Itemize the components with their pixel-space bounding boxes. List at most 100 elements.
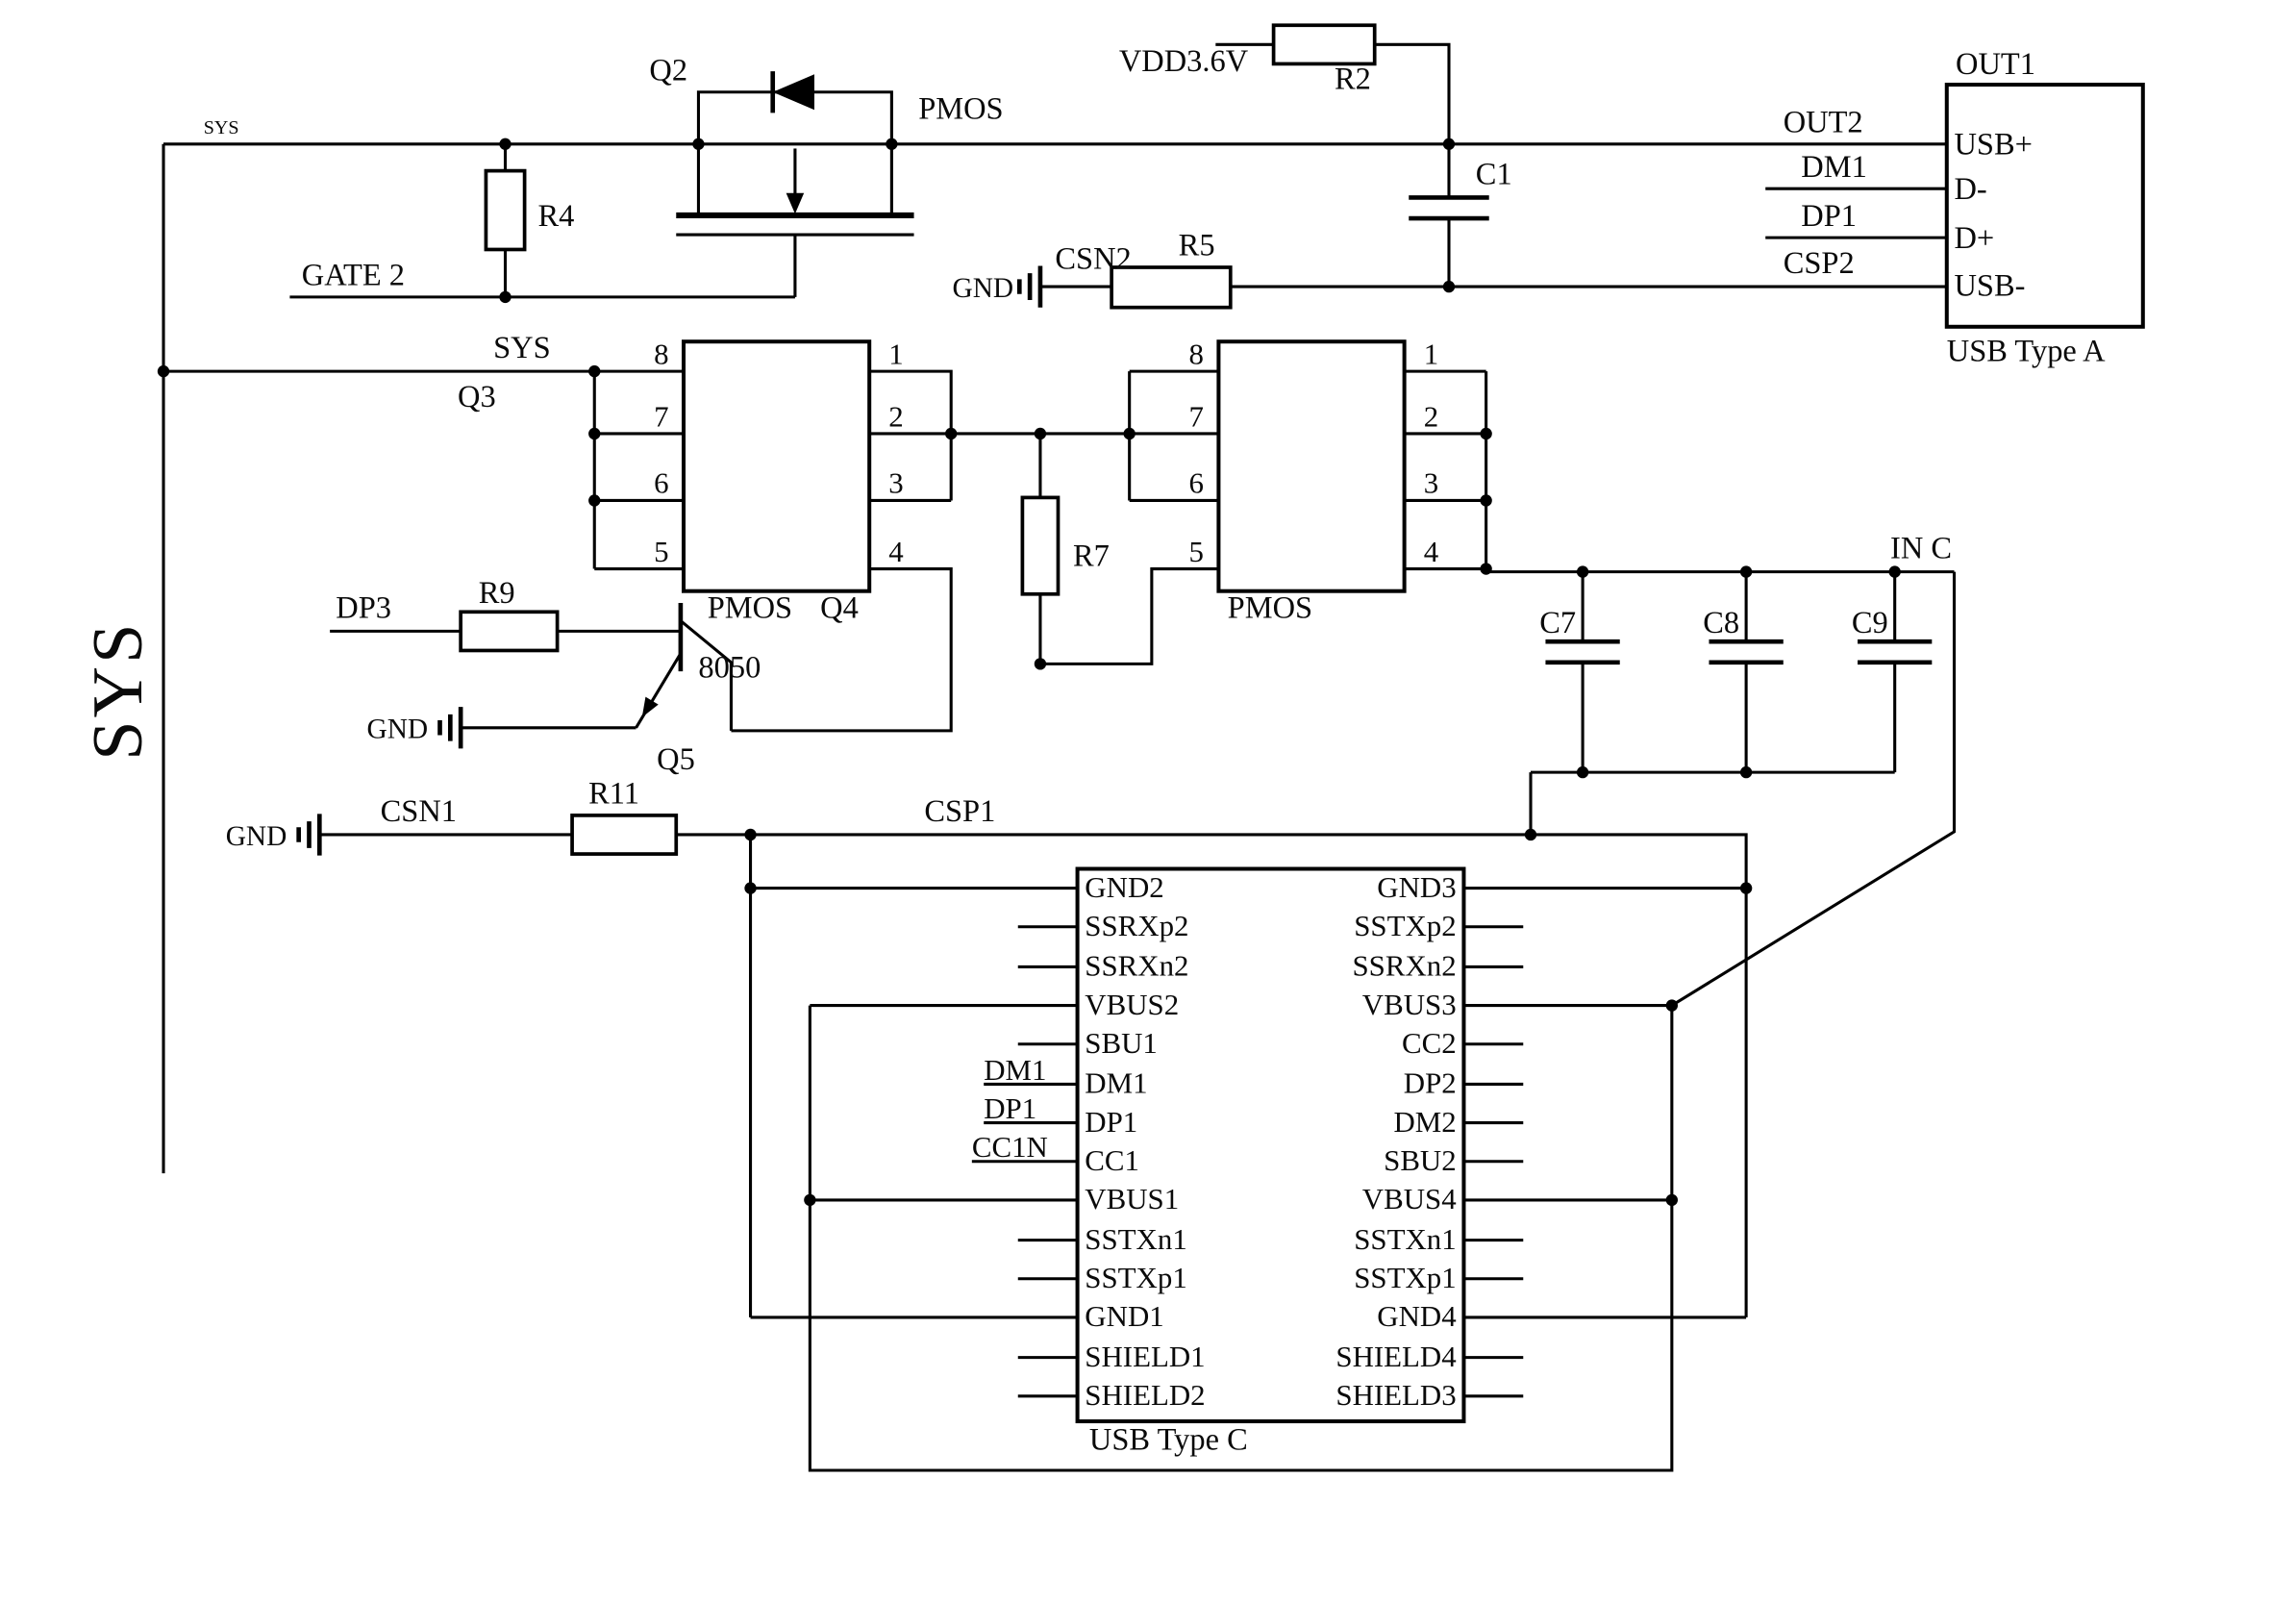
ic1-pin-7: 7 <box>654 399 668 433</box>
ic-pmos2-body <box>1216 339 1407 593</box>
ref-label-c9: C9 <box>1852 606 1888 640</box>
ref-label-q3: Q3 <box>458 380 496 414</box>
usbc-pin-sstxn1: SSTXn1 <box>1085 1222 1186 1256</box>
ic1-pin-8: 8 <box>654 337 668 370</box>
usbc-pin-shield2: SHIELD2 <box>1085 1378 1205 1412</box>
ic2-pin-7: 7 <box>1189 399 1204 433</box>
usbc-pin-sstxp1: SSTXp1 <box>1085 1261 1186 1294</box>
c1-plates <box>1409 195 1489 221</box>
usbc-pin-dm2: DM2 <box>1393 1105 1456 1139</box>
ic2-pin-6: 6 <box>1189 466 1204 500</box>
net-label-dp1-a: DP1 <box>1801 199 1857 234</box>
ic1-pin-3: 3 <box>888 466 903 500</box>
ic1-pin-6: 6 <box>654 466 668 500</box>
usba-pin-d-plus: D+ <box>1955 221 1995 256</box>
usbc-left-stubs <box>1017 925 1078 1398</box>
junction-dots <box>157 138 1901 1207</box>
net-label-sys-small: SYS <box>204 117 239 138</box>
usbc-pin-shield3: SHIELD3 <box>1335 1378 1456 1412</box>
ic2-pin-5: 5 <box>1189 535 1204 568</box>
usbc-pin-gnd2: GND2 <box>1085 870 1163 904</box>
ic2-pin-4: 4 <box>1424 535 1438 568</box>
net-label-dp3: DP3 <box>336 590 391 625</box>
ref-label-q2: Q2 <box>649 53 687 88</box>
resistor-r11-body <box>570 814 679 856</box>
usbc-pin-vbus4: VBUS4 <box>1362 1182 1457 1216</box>
type-label-q2-pmos: PMOS <box>918 92 1003 127</box>
usba-pin-usb-minus: USB- <box>1955 268 2026 303</box>
wire-in-c-drop <box>1671 571 1957 1007</box>
q2-body-arrowhead <box>786 192 805 214</box>
usbc-pin-vbus2: VBUS2 <box>1085 988 1179 1021</box>
q5-emitter-arrowhead <box>641 696 659 717</box>
ic1-pin-1: 1 <box>888 337 903 370</box>
ref-label-q5: Q5 <box>657 742 695 777</box>
wire-ic2-right-stubs <box>1404 369 1486 571</box>
ic2-pin-8: 8 <box>1189 337 1204 370</box>
ref-label-r9: R9 <box>479 576 515 611</box>
wire-vdd-r2 <box>1215 42 1451 144</box>
wire-output-bus <box>1485 371 1955 574</box>
usbc-pin-ssrxp2: SSRXp2 <box>1085 909 1188 942</box>
gnd-label-q5: GND <box>367 714 429 745</box>
usbc-pin-shield1: SHIELD1 <box>1085 1340 1205 1373</box>
ref-label-c1: C1 <box>1476 158 1512 192</box>
type-label-8050: 8050 <box>698 650 761 685</box>
usbc-pin-vbus3: VBUS3 <box>1362 988 1457 1021</box>
net-label-gate2: GATE 2 <box>302 259 405 293</box>
usbc-pin-sstxp2: SSTXp2 <box>1354 909 1456 942</box>
usbc-pin-cc1: CC1 <box>1085 1143 1139 1177</box>
wire-ic1-pin4-net <box>731 566 953 733</box>
ic-q3-q4-body <box>681 339 872 593</box>
wire-vbus3-vbus4 <box>1463 1004 1672 1202</box>
net-label-cc1n-ext: CC1N <box>972 1130 1048 1164</box>
usbc-pin-dp1: DP1 <box>1085 1105 1137 1139</box>
ic2-pin-2: 2 <box>1424 399 1438 433</box>
gnd-label-r5: GND <box>953 273 1014 304</box>
net-label-csp2: CSP2 <box>1784 246 1855 281</box>
resistor-r4-body <box>484 168 527 252</box>
usbc-pin-sstxn1-r: SSTXn1 <box>1354 1222 1456 1256</box>
net-label-sys-mid: SYS <box>493 331 551 365</box>
usb-a-title: USB Type A <box>1947 334 2106 368</box>
cap-plates <box>1545 639 1933 665</box>
ref-label-r7: R7 <box>1073 539 1110 573</box>
gnd-symbol-r5 <box>1016 265 1043 308</box>
diode-q2-triangle <box>772 74 815 111</box>
wire-ic2-left-bus <box>1128 369 1219 503</box>
usbc-pin-vbus1: VBUS1 <box>1085 1182 1179 1216</box>
ref-label-r4: R4 <box>538 199 575 234</box>
ref-label-q4: Q4 <box>820 590 859 625</box>
ic1-pin-5: 5 <box>654 535 668 568</box>
side-label-sys-big: SYS <box>79 620 158 760</box>
ic2-pin-3: 3 <box>1424 466 1438 500</box>
wire-dm1-dp1-stubs <box>1765 187 1947 239</box>
wire-q5-collector <box>679 619 733 731</box>
wire-r7-to-ic2-pin5 <box>1039 566 1219 665</box>
usbc-pin-cc2: CC2 <box>1402 1026 1457 1060</box>
net-label-csn1: CSN1 <box>381 794 457 829</box>
wire-ic1-right-bus <box>869 369 953 503</box>
usbc-pin-gnd4: GND4 <box>1377 1299 1456 1333</box>
usb-c-title: USB Type C <box>1089 1422 1248 1457</box>
wire-gnd3-gnd4-stubs <box>1463 887 1747 1319</box>
ref-label-r5: R5 <box>1179 229 1215 263</box>
usba-pin-usb-plus: USB+ <box>1955 128 2033 163</box>
usbc-pin-ssrxn2-r: SSRXn2 <box>1353 949 1457 983</box>
net-label-dm1-a: DM1 <box>1801 150 1867 185</box>
usbc-pin-gnd1: GND1 <box>1085 1299 1163 1333</box>
wire-csn1-csp1 <box>319 833 1748 1317</box>
gnd-label-csn1: GND <box>226 821 287 852</box>
resistor-r5-body <box>1110 265 1233 310</box>
usbc-pin-sbu1: SBU1 <box>1085 1026 1158 1060</box>
net-label-dp1-ext: DP1 <box>984 1091 1036 1125</box>
usbc-right-stubs <box>1463 925 1524 1398</box>
ic1-pin-4: 4 <box>888 535 903 568</box>
usbc-pin-gnd3: GND3 <box>1377 870 1456 904</box>
usba-pin-d-minus: D- <box>1955 172 1987 207</box>
net-label-out2: OUT2 <box>1784 105 1863 139</box>
usb-a-connector-body <box>1944 83 2145 329</box>
usb-c-connector-body <box>1075 866 1466 1424</box>
usbc-ext-stubs <box>971 1082 1078 1164</box>
